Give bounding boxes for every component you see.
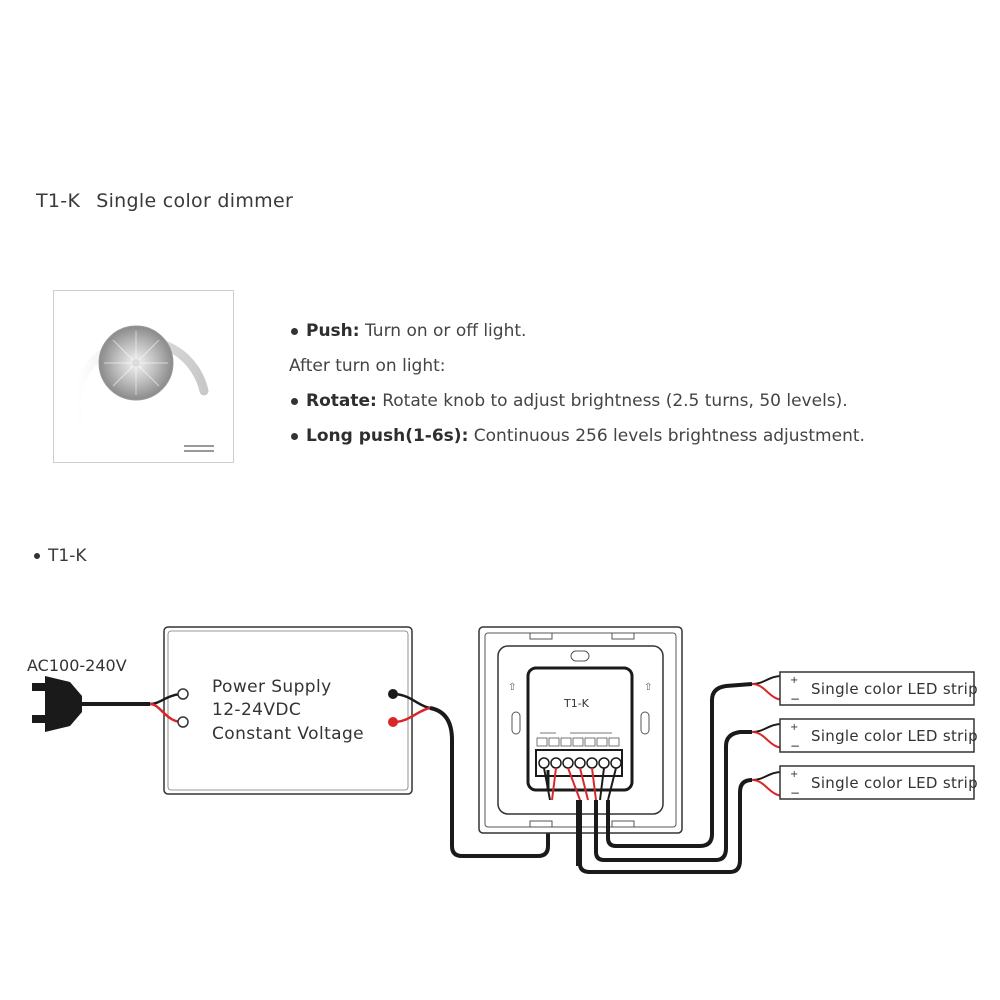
led-strip-3: + − [779,765,975,800]
feature-rotate: Rotate: Rotate knob to adjust brightness… [289,388,865,423]
power-supply-line1: Power Supply [212,677,332,697]
svg-text:+: + [790,675,798,686]
feature-push: Push: Turn on or off light. [289,318,865,353]
led-strip-2: + − [779,718,975,753]
svg-text:−: − [790,786,800,800]
ps-input-terminal [177,688,189,700]
product-image [53,290,234,463]
power-supply-box [163,626,413,795]
power-supply-line2: 12-24VDC [212,700,302,720]
ps-input-terminal [177,716,189,728]
model-name: T1-K [36,190,81,212]
dimmer-module-label: T1-K [564,697,589,710]
product-title: Single color dimmer [96,190,294,212]
svg-text:⇧: ⇧ [508,682,516,693]
led-strip-label-1: Single color LED strip [811,680,978,698]
led-strip-1: + − [779,671,975,706]
feature-long-push: Long push(1-6s): Continuous 256 levels b… [289,423,865,458]
bullet-icon [34,553,40,559]
feature-after: After turn on light: [289,356,446,376]
wiring-section-label: T1-K [34,546,86,566]
svg-text:+: + [790,769,798,780]
bullet-icon [291,432,298,440]
bullet-icon [291,327,298,335]
svg-text:−: − [790,739,800,753]
svg-text:⇧: ⇧ [644,682,652,693]
led-strip-label-2: Single color LED strip [811,727,978,745]
dimmer-knob-illustration [71,325,214,452]
bullet-icon [291,397,298,405]
feature-list: Push: Turn on or off light. After turn o… [289,318,865,458]
ac-plug-icon [32,676,82,732]
ac-voltage-label: AC100-240V [27,656,127,675]
power-supply-line3: Constant Voltage [212,724,364,744]
svg-text:−: − [790,692,800,706]
led-strip-label-3: Single color LED strip [811,774,978,792]
page-title: T1-K Single color dimmer [36,190,293,212]
svg-text:+: + [790,722,798,733]
